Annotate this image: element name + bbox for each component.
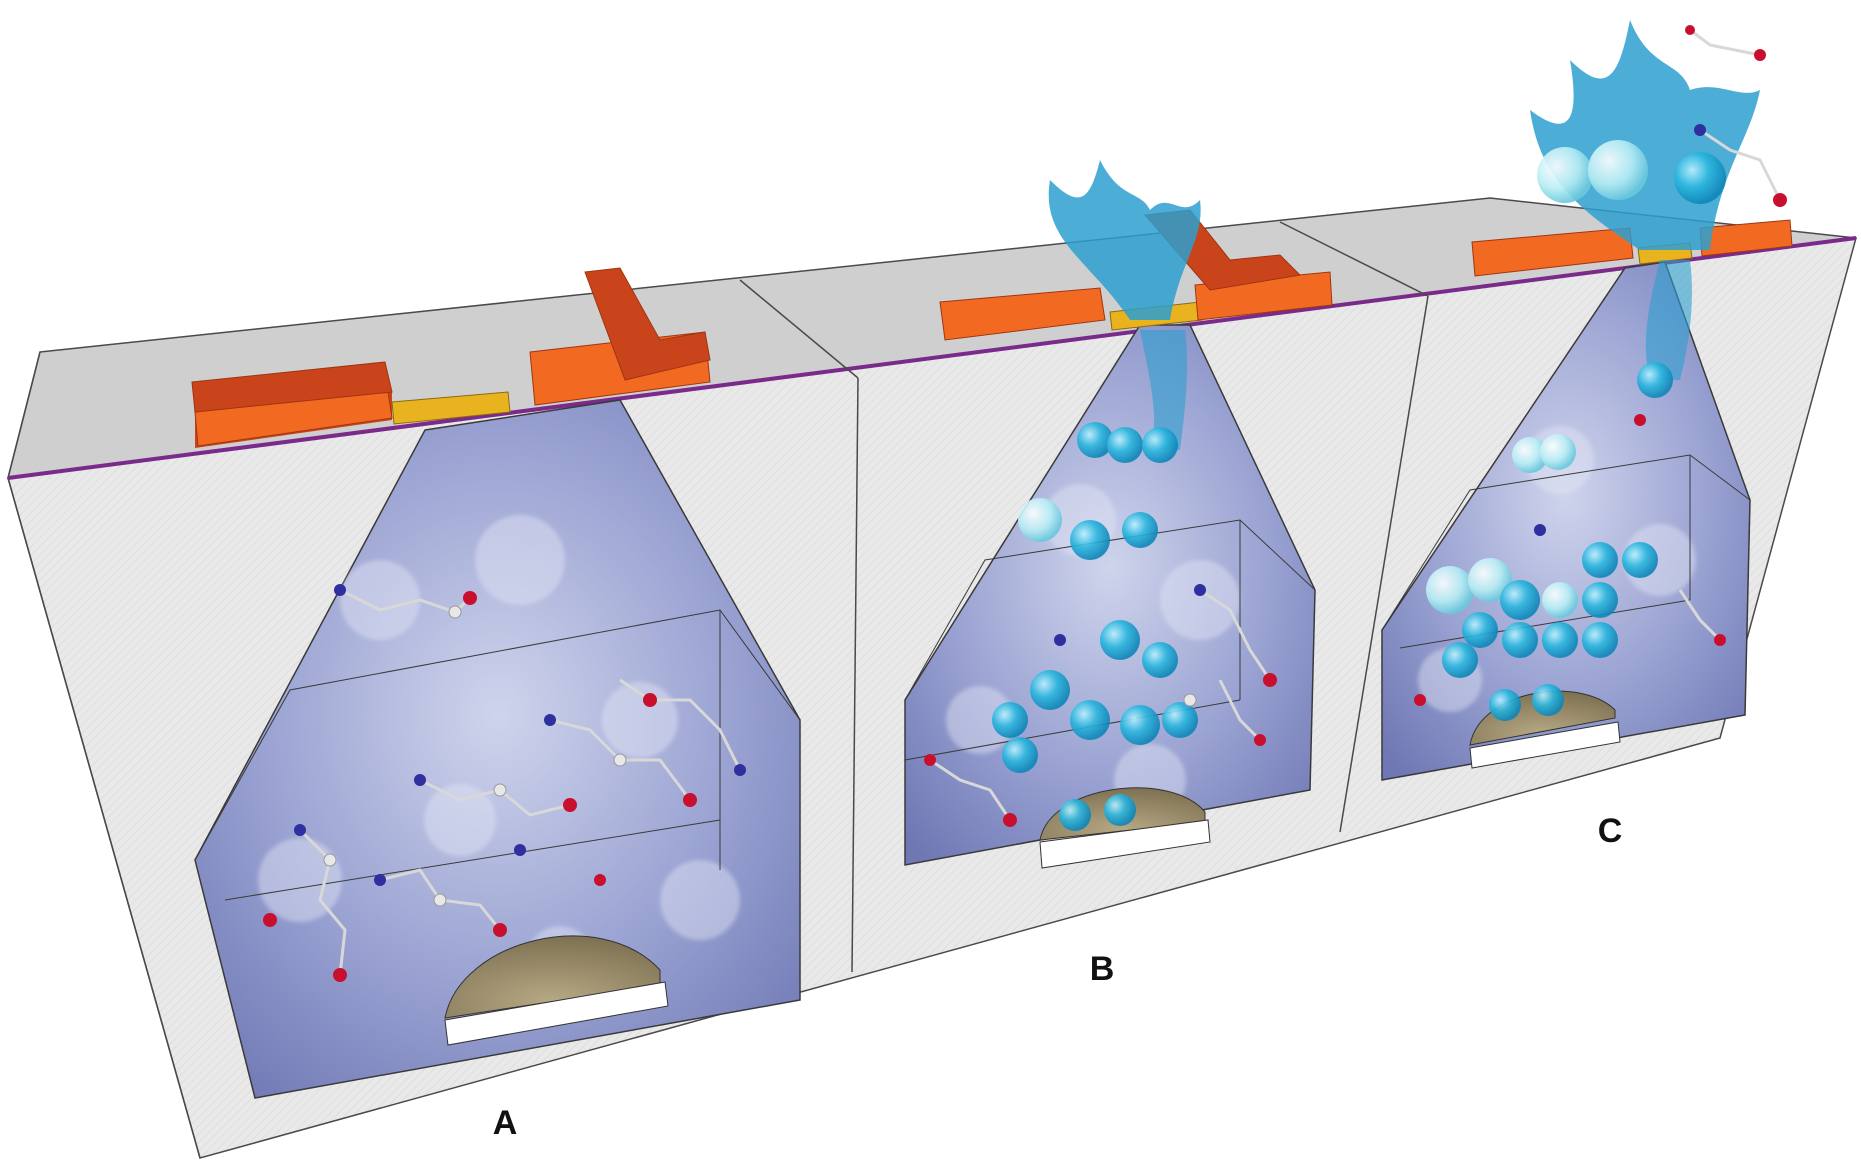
sample-base-c [1469,721,1621,769]
panel-label-c: C [1598,812,1623,850]
panel-c [1381,20,1793,781]
electrode-b-left [939,287,1106,341]
panel-divider-ab [739,279,859,379]
chamber-a-inner-floor [224,819,721,901]
chamber-c-inner-edges [1381,454,1751,631]
panel-a [191,267,801,1099]
chamber-b-inner-edges [904,519,1316,701]
sample-mound-a [444,935,661,1019]
electrode-a-left-face [191,361,393,413]
chamber-a-inner-edges [194,609,801,861]
panel-label-a: A [493,1104,518,1142]
panel-divider-bc-front [1339,295,1429,833]
panel-b [904,160,1333,869]
atoms-b [924,584,1277,827]
molecules-c [1678,28,1782,642]
beads-c [1426,140,1726,721]
atoms-c [1414,25,1787,706]
chamber-c-inner-floor [1399,599,1691,649]
channel-a [391,391,511,425]
atoms-a [263,584,746,982]
beads-b [992,422,1198,831]
sample-base-a [444,981,669,1046]
electrode-a-right-arm [584,267,711,381]
panel-divider-ab-front [851,377,859,973]
membrane-stripe [7,236,1857,480]
ion-plume-b [1048,160,1201,450]
panel-label-b: B [1090,950,1115,988]
electrode-c-left [1471,227,1634,277]
chamber-b-texture [946,484,1240,816]
molecules-b [929,588,1272,821]
sample-base-b [1039,819,1211,869]
panel-divider-bc [1279,221,1429,297]
